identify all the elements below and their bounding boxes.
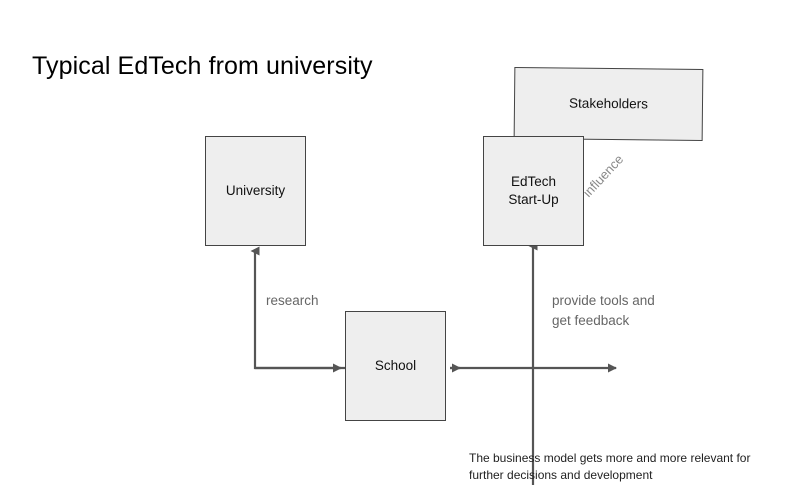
edge-label-provide-tools: provide tools and get feedback (552, 293, 655, 328)
slide-caption: The business model gets more and more re… (469, 451, 751, 483)
connector-provide-tools (450, 241, 617, 485)
node-university[interactable]: University (205, 136, 306, 246)
node-edtech-label: EdTech Start-Up (508, 173, 559, 207)
node-stakeholders[interactable]: Stakeholders (513, 67, 704, 141)
edge-label-research: research (266, 293, 319, 308)
page-title: Typical EdTech from university (32, 52, 373, 80)
node-edtech[interactable]: EdTech Start-Up (483, 136, 584, 246)
connector-research (250, 246, 345, 373)
node-school[interactable]: School (345, 311, 446, 421)
